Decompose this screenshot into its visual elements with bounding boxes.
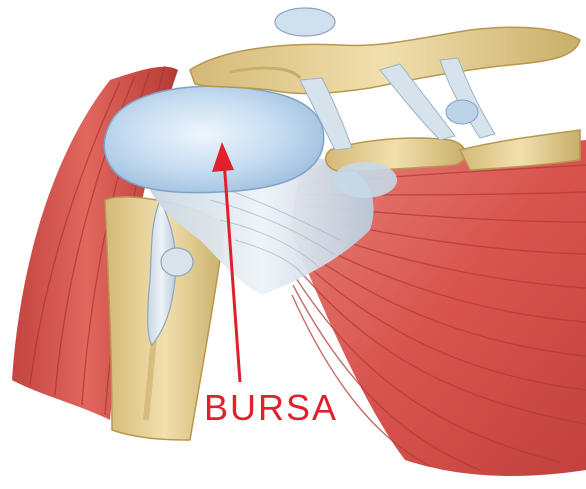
bursa-label: BURSA	[204, 390, 338, 426]
coracoid-region	[333, 162, 397, 198]
bursa-sac	[104, 86, 323, 192]
